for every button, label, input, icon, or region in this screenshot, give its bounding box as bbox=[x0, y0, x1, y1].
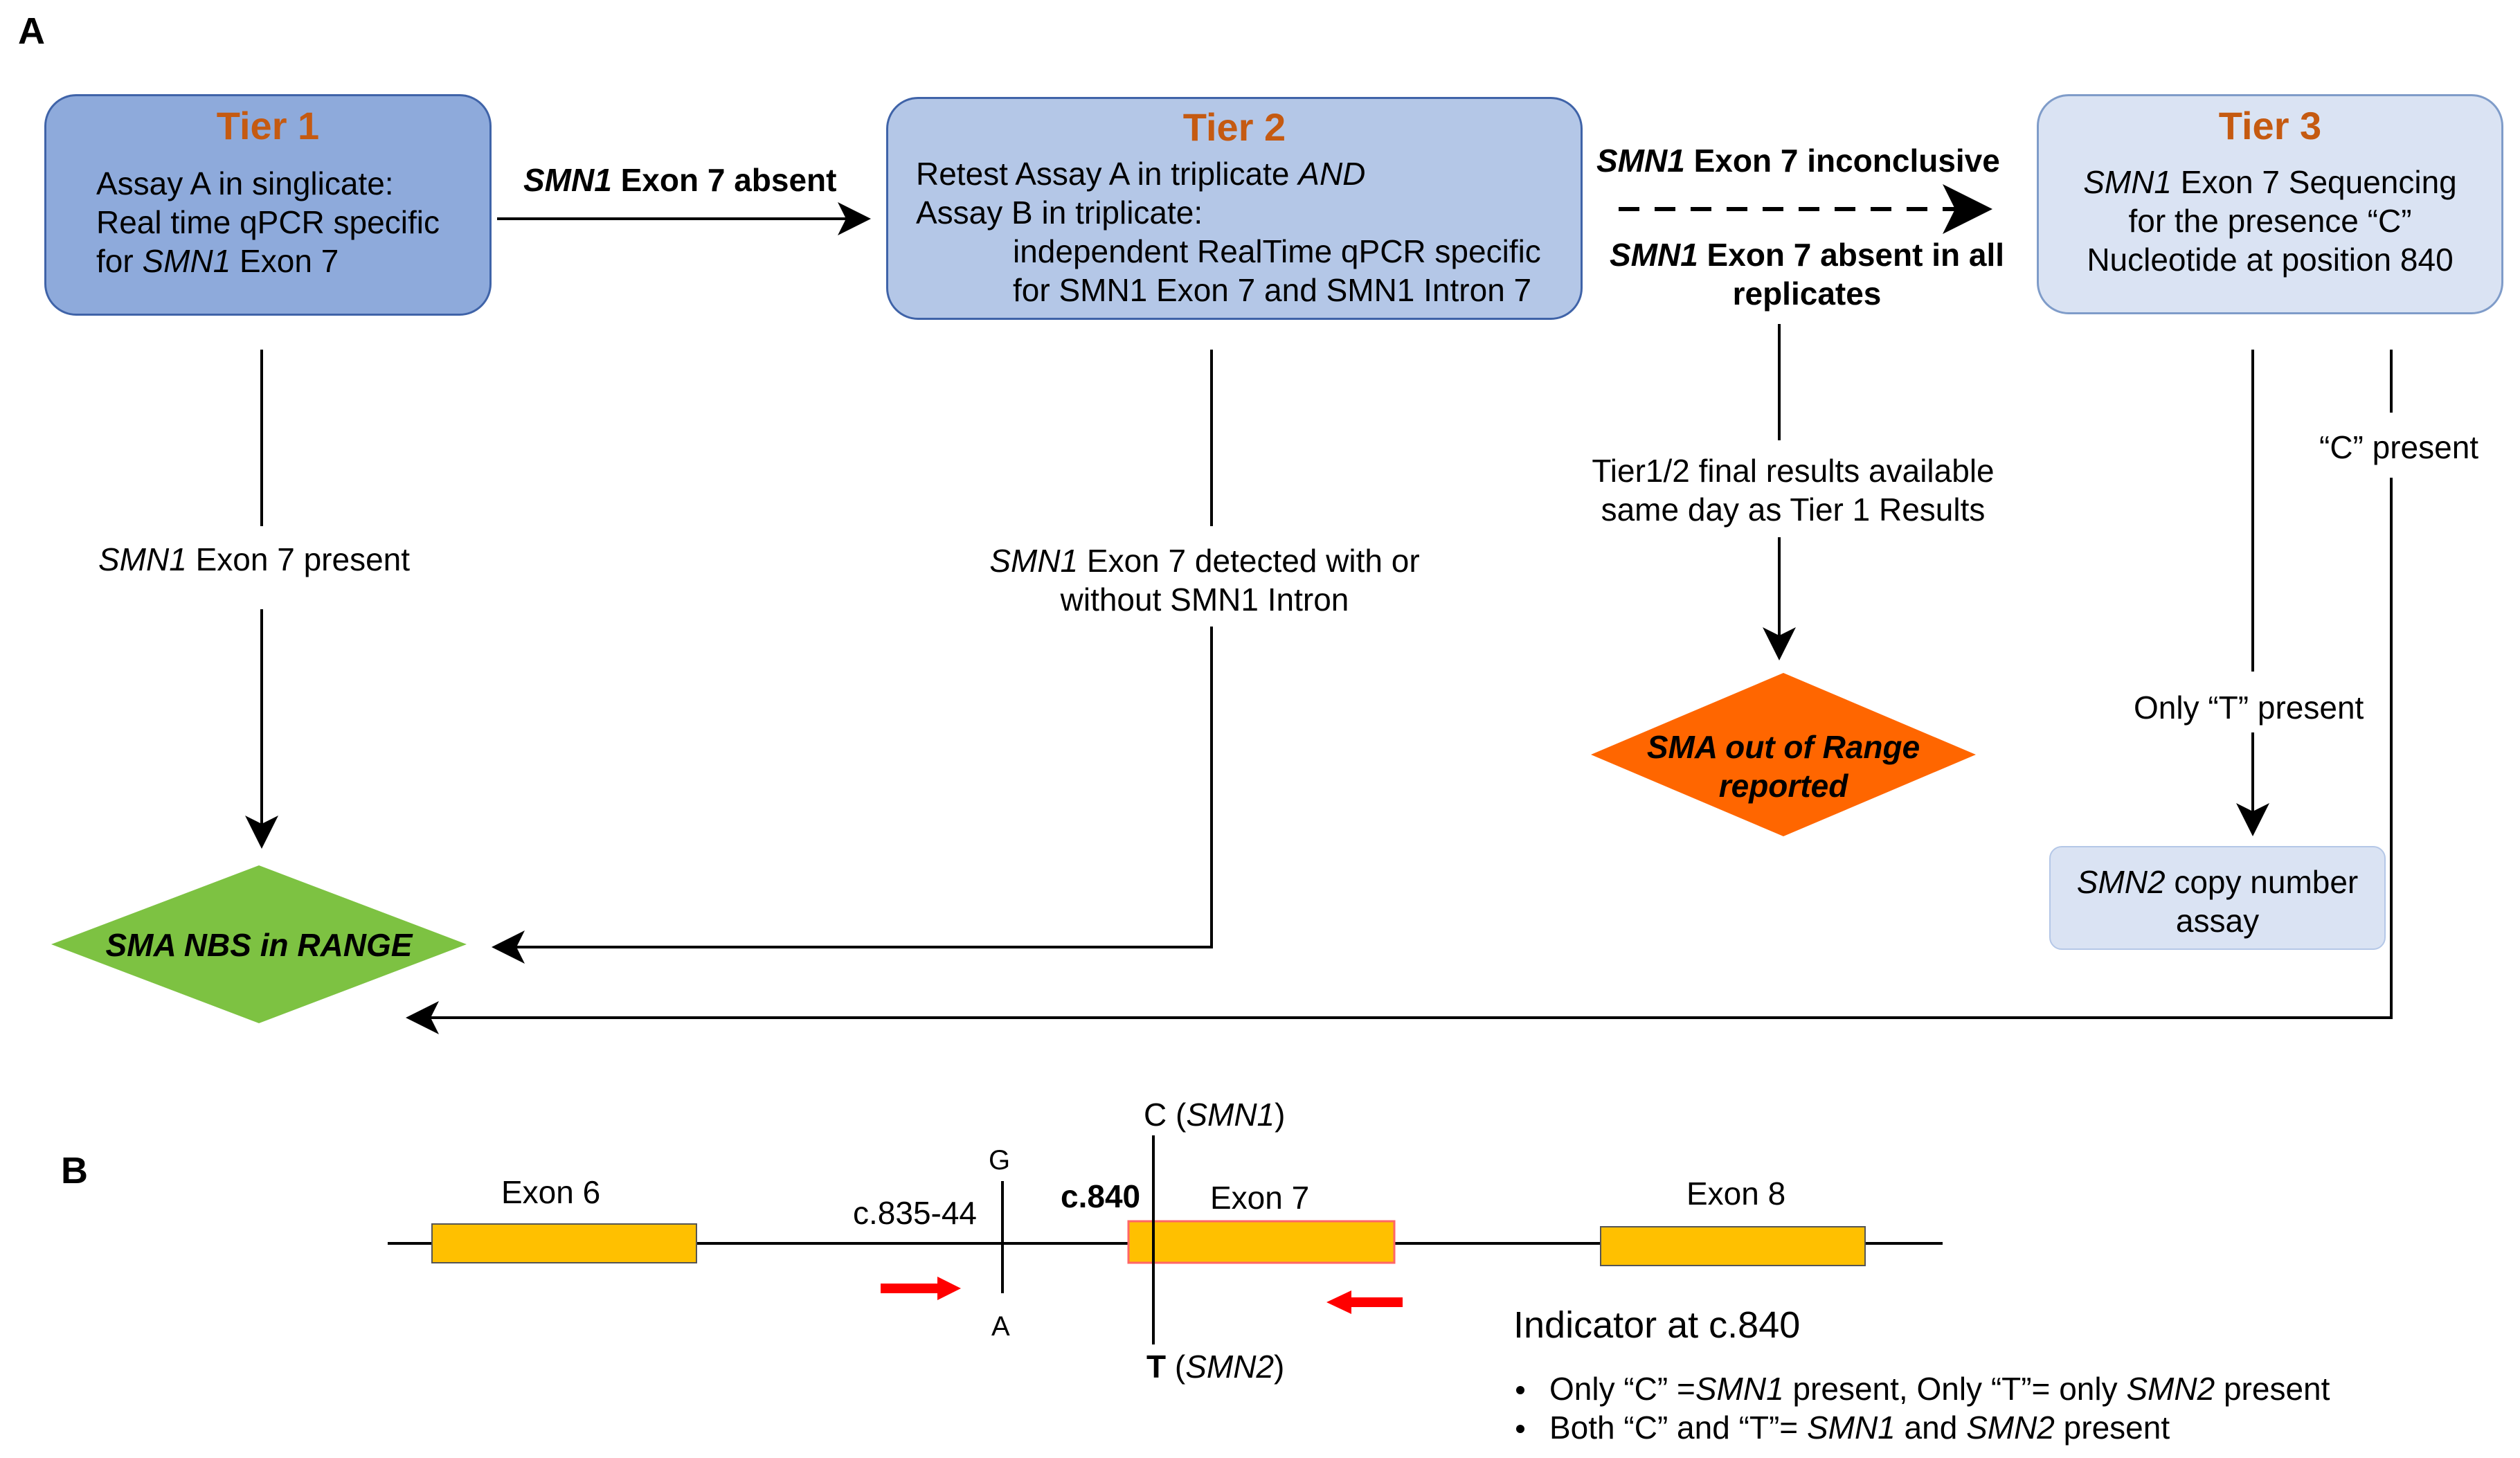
out-of-range-diamond bbox=[1591, 673, 1976, 836]
smn2-line2: assay bbox=[2175, 903, 2260, 939]
bullet1-gene2: SMN2 bbox=[2126, 1371, 2215, 1407]
exon6-box bbox=[431, 1223, 697, 1263]
t-smn2-prefix: T bbox=[1146, 1349, 1167, 1385]
tier3-line3: Nucleotide at position 840 bbox=[2087, 242, 2454, 278]
label-tier1-present-gene: SMN1 bbox=[98, 541, 187, 577]
t-smn2-gene: SMN2 bbox=[1185, 1349, 1275, 1385]
c-smn1-suffix: ) bbox=[1275, 1097, 1286, 1133]
tier3-line2: for the presence “C” bbox=[2128, 203, 2412, 239]
tier2-line2: Assay B in triplicate: bbox=[916, 195, 1203, 231]
in-range-diamond bbox=[51, 865, 467, 1023]
label-final-line2: same day as Tier 1 Results bbox=[1601, 492, 1986, 528]
tier1-line3-suffix: Exon 7 bbox=[231, 243, 339, 279]
exon8-box bbox=[1600, 1226, 1866, 1266]
indicator-bullet2: Both “C” and “T”= SMN1 and SMN2 present bbox=[1549, 1408, 2170, 1447]
label-absent-all-suffix: Exon 7 absent in all bbox=[1698, 237, 2005, 273]
bullet2-c: present bbox=[2054, 1410, 2170, 1446]
in-range-label: SMA NBS in RANGE bbox=[105, 927, 413, 963]
label-absent-all: SMN1 Exon 7 absent in all bbox=[1592, 235, 2022, 274]
tier3-title: Tier 3 bbox=[2218, 104, 2322, 147]
bullet2-a: Both “C” and “T”= bbox=[1549, 1410, 1807, 1446]
label-tier1-tier2: SMN1 Exon 7 absent bbox=[523, 161, 836, 199]
tier1-line3: for SMN1 Exon 7 bbox=[96, 242, 339, 280]
t-smn2-suffix: ) bbox=[1274, 1349, 1285, 1385]
bullet1-b: present, Only “T”= only bbox=[1783, 1371, 2127, 1407]
label-only-t: Only “T” present bbox=[2134, 690, 2364, 726]
tier2-line1-and: AND bbox=[1298, 156, 1366, 192]
smn2-suffix: copy number bbox=[2165, 864, 2359, 900]
bullet1-c: present bbox=[2215, 1371, 2330, 1407]
tier3-line1-gene: SMN1 bbox=[2083, 164, 2172, 200]
label-tier2-detected: SMN1 Exon 7 detected with or bbox=[942, 541, 1468, 580]
allele-a-label: A bbox=[991, 1311, 1010, 1342]
smn2-copy-number-box: SMN2 copy number assay bbox=[2049, 846, 2386, 950]
tier2-title: Tier 2 bbox=[1182, 105, 1286, 149]
label-tier2-detected-line2: without SMN1 Intron bbox=[1060, 582, 1349, 618]
label-inconclusive-suffix: Exon 7 inconclusive bbox=[1684, 143, 2000, 179]
tier2-line4: for SMN1 Exon 7 and SMN1 Intron 7 bbox=[1013, 272, 1532, 308]
tier1-box: Tier 1 Assay A in singlicate: Real time … bbox=[44, 94, 492, 316]
tier2-line3: independent RealTime qPCR specific bbox=[1013, 233, 1541, 269]
label-final-line1: Tier1/2 final results available bbox=[1592, 453, 1995, 489]
tier2-line1-prefix: Retest Assay A in triplicate bbox=[916, 156, 1299, 192]
label-tier1-present: SMN1 Exon 7 present bbox=[98, 540, 410, 579]
bullet2-gene1: SMN1 bbox=[1806, 1410, 1896, 1446]
tier1-line3-prefix: for bbox=[96, 243, 143, 279]
connector-tier2-in-range bbox=[492, 627, 1213, 964]
tier2-line1: Retest Assay A in triplicate AND bbox=[916, 154, 1365, 193]
c-smn1-label: C (SMN1) bbox=[1144, 1095, 1285, 1134]
label-inconclusive-gene: SMN1 bbox=[1596, 143, 1685, 179]
indicator-title: Indicator at c.840 bbox=[1513, 1304, 1801, 1346]
arrow-c-present-in-range bbox=[406, 478, 2393, 1034]
tier3-line1-suffix: Exon 7 Sequencing bbox=[2172, 164, 2457, 200]
exon8-label: Exon 8 bbox=[1686, 1176, 1786, 1212]
exon6-label: Exon 6 bbox=[501, 1174, 601, 1210]
c-smn1-prefix: C ( bbox=[1144, 1097, 1187, 1133]
t-smn2-label: T (SMN2) bbox=[1146, 1347, 1284, 1386]
t-smn2-open: ( bbox=[1166, 1349, 1186, 1385]
smn2-line1: SMN2 copy number bbox=[2051, 863, 2384, 901]
tier1-line2: Real time qPCR specific bbox=[96, 204, 440, 240]
tier1-title: Tier 1 bbox=[216, 104, 320, 147]
forward-primer-arrow bbox=[881, 1277, 961, 1300]
label-tier2-detected-gene: SMN1 bbox=[989, 543, 1079, 579]
label-inconclusive: SMN1 Exon 7 inconclusive bbox=[1596, 141, 2000, 180]
exon7-label: Exon 7 bbox=[1210, 1180, 1310, 1216]
bullet1-a: Only “C” = bbox=[1549, 1371, 1695, 1407]
label-absent-all-gene: SMN1 bbox=[1609, 237, 1698, 273]
bullet-1 bbox=[1516, 1386, 1524, 1394]
tier1-line1: Assay A in singlicate: bbox=[96, 165, 394, 201]
allele-g-label: G bbox=[989, 1145, 1011, 1176]
bullet2-b: and bbox=[1895, 1410, 1967, 1446]
c-smn1-gene: SMN1 bbox=[1186, 1097, 1275, 1133]
label-tier2-detected-suffix: Exon 7 detected with or bbox=[1078, 543, 1420, 579]
label-tier1-tier2-suffix: Exon 7 absent bbox=[611, 162, 837, 198]
indicator-bullet1: Only “C” =SMN1 present, Only “T”= only S… bbox=[1549, 1369, 2330, 1408]
tier3-line1: SMN1 Exon 7 Sequencing bbox=[2039, 163, 2501, 201]
bullet-2 bbox=[1516, 1425, 1524, 1433]
label-tier1-present-suffix: Exon 7 present bbox=[186, 541, 411, 577]
tier3-box: Tier 3 SMN1 Exon 7 Sequencing for the pr… bbox=[2037, 94, 2503, 314]
bullet1-gene1: SMN1 bbox=[1695, 1371, 1784, 1407]
c835-label: c.835-44 bbox=[853, 1195, 978, 1231]
tier1-line3-gene: SMN1 bbox=[142, 243, 231, 279]
bullet2-gene2: SMN2 bbox=[1966, 1410, 2055, 1446]
label-absent-all-line2: replicates bbox=[1732, 276, 1882, 312]
smn2-gene: SMN2 bbox=[2076, 864, 2166, 900]
exon7-box bbox=[1127, 1220, 1396, 1264]
tier2-box: Tier 2 Retest Assay A in triplicate AND … bbox=[886, 97, 1583, 320]
panel-label-a: A bbox=[18, 10, 45, 52]
label-tier1-tier2-gene: SMN1 bbox=[523, 162, 612, 198]
label-c-present: “C” present bbox=[2319, 429, 2479, 465]
out-of-range-label-line1: SMA out of Range bbox=[1646, 729, 1920, 765]
out-of-range-label-line2: reported bbox=[1718, 768, 1848, 804]
c840-label: c.840 bbox=[1061, 1178, 1141, 1214]
panel-label-b: B bbox=[61, 1150, 88, 1191]
reverse-primer-arrow bbox=[1326, 1290, 1403, 1314]
